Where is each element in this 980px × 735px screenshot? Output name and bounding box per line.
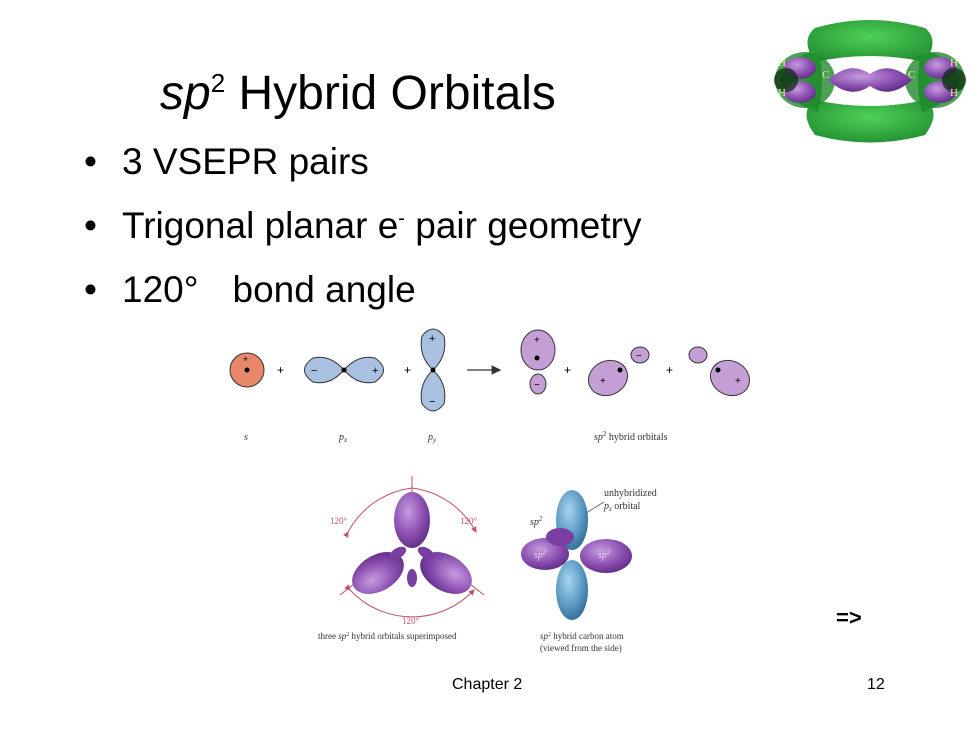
carbon-caption-line1: sp2 hybrid carbon atom — [540, 631, 624, 641]
bullet-vsepr: 3 VSEPR pairs — [80, 140, 641, 184]
sp2-orbital-3-large — [710, 359, 750, 397]
carbon-figure: unhybridized pz orbital sp2 sp2 sp2 sp2 … — [521, 488, 657, 653]
footer-chapter: Chapter 2 — [452, 676, 523, 693]
sp2-1-minus-sign: − — [534, 380, 540, 391]
sp2-orbital-2-large — [588, 359, 628, 397]
px-orbital-right — [343, 356, 384, 384]
orbital-labels: s px py sp2 hybrid orbitals — [244, 430, 668, 444]
sp2-2-minus-sign: − — [636, 351, 642, 362]
title-rest: Hybrid Orbitals — [225, 67, 556, 120]
trigonal-figure: 120° 120° 120° three sp2 hybrid orbitals… — [318, 476, 485, 641]
angle-label-left: 120° — [330, 516, 348, 526]
angle-arc-top — [342, 487, 413, 538]
sigma-bond — [828, 68, 912, 92]
px-minus-sign: − — [311, 365, 317, 377]
trigonal-lobe-top — [394, 492, 430, 548]
pz-orbital-label: pz orbital — [603, 501, 641, 513]
py-orbital-top — [420, 328, 446, 371]
label-s: s — [244, 432, 248, 443]
plus-operator-1: + — [277, 363, 284, 377]
bullet-angle: 120° bond angle — [80, 268, 641, 312]
bullet-vsepr-text: 3 VSEPR pairs — [122, 141, 369, 182]
sp2-2-plus-sign: + — [600, 376, 606, 387]
electron-superscript: - — [398, 207, 405, 230]
s-plus-sign: + — [243, 354, 248, 364]
title-sp: sp — [160, 67, 211, 120]
hybrid-lobe-right — [580, 539, 632, 573]
next-slide-arrow: => — [836, 605, 862, 630]
px-orbital-left — [304, 356, 345, 384]
label-px: px — [338, 432, 348, 444]
sp2-1-plus-sign: + — [534, 335, 540, 346]
hybrid-lobe-left — [521, 538, 569, 570]
ethylene-model: H C C H H H — [774, 20, 966, 143]
sp2-orbital-1-small — [529, 373, 547, 395]
py-minus-sign: − — [429, 396, 435, 408]
pz-lobe-bottom — [556, 560, 588, 620]
bullet-geometry-text: Trigonal planar e — [122, 205, 399, 246]
atom-c1: C — [822, 69, 829, 81]
sp2-3-plus-sign: + — [735, 376, 741, 387]
bullet-geometry-rest: pair geometry — [404, 205, 642, 246]
angle-label-bottom: 120° — [402, 616, 420, 626]
py-orbital-bottom — [420, 369, 446, 412]
trigonal-lobe-right — [420, 552, 472, 594]
trigonal-caption: three sp2 hybrid orbitals superimposed — [318, 631, 457, 641]
angle-arc-bottom — [344, 584, 475, 618]
plus-operator-2: + — [404, 363, 411, 377]
py-plus-sign: + — [429, 333, 435, 345]
hybrid-lobe-back — [546, 528, 574, 546]
label-py: py — [427, 432, 437, 444]
atom-h3: H — [778, 87, 786, 99]
px-plus-sign: + — [372, 365, 378, 377]
hybridization-diagram: + + − + + + − + − + — [229, 328, 750, 412]
label-sp2-hybrid-orbitals: sp2 hybrid orbitals — [594, 430, 668, 443]
bullet-angle-text: bond angle — [232, 269, 416, 310]
sp2-orbital-2-small — [630, 346, 650, 364]
bullet-geometry: Trigonal planar e- pair geometry — [80, 204, 641, 248]
bullet-list: 3 VSEPR pairs Trigonal planar e- pair ge… — [80, 140, 641, 332]
sp2-label-back: sp2 — [530, 515, 543, 528]
trigonal-lobe-left — [352, 552, 404, 594]
sp2-label-right: sp2 — [598, 548, 611, 561]
unhybridized-label: unhybridized — [604, 488, 657, 499]
sp2-orbital-3-small — [688, 346, 708, 364]
carbon-caption-line2: (viewed from the side) — [540, 643, 622, 653]
atom-c2: C — [908, 69, 915, 81]
atom-h2: H — [950, 57, 958, 69]
atom-h4: H — [950, 87, 958, 99]
atom-h1: H — [778, 57, 786, 69]
plus-operator-4: + — [666, 363, 673, 377]
pi-cloud-top — [807, 20, 933, 62]
pi-cloud-bottom — [806, 100, 934, 143]
sp2-label-left: sp2 — [534, 548, 547, 561]
bullet-angle-value: 120° — [122, 269, 199, 310]
footer-page-number: 12 — [867, 676, 885, 693]
sp2-orbital-1-large — [520, 329, 556, 371]
plus-operator-3: + — [564, 363, 571, 377]
slide-title: sp2 Hybrid Orbitals — [160, 64, 556, 124]
title-superscript: 2 — [210, 68, 226, 98]
angle-label-right: 120° — [460, 516, 478, 526]
